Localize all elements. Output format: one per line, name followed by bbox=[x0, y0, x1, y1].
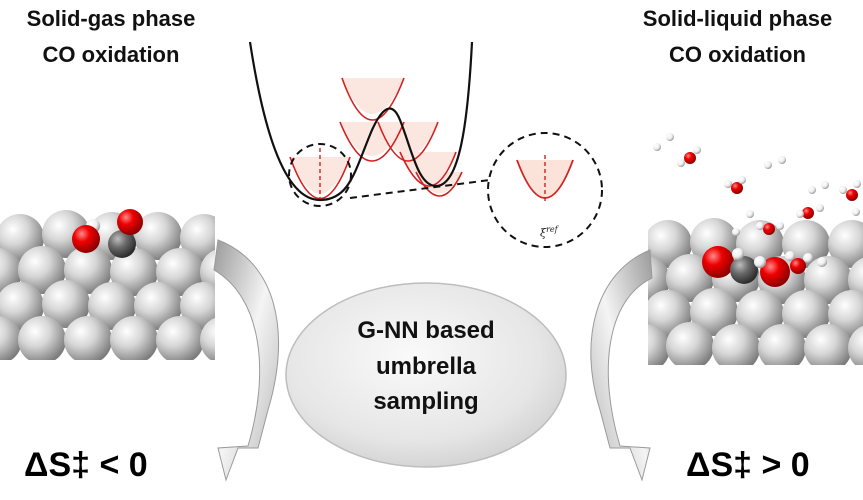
solid-gas-title-line2: CO oxidation bbox=[42, 41, 180, 67]
solid-gas-title-line1: Solid-gas phase bbox=[26, 6, 196, 31]
method-label-line1: G-NN based bbox=[357, 317, 495, 344]
right-curved-arrow bbox=[590, 249, 653, 482]
reaction-coordinate-label: ξref bbox=[540, 225, 558, 240]
pt-slab-liquid bbox=[648, 218, 863, 365]
solid-liquid-title-line1: Solid-liquid phase bbox=[642, 6, 833, 31]
pt-slab-gas bbox=[0, 210, 215, 360]
umbrella-bias-windows bbox=[289, 77, 463, 200]
solid-liquid-title: Solid-liquid phase CO oxidation bbox=[612, 6, 863, 68]
method-label-line2: umbrella bbox=[375, 352, 477, 380]
method-label: G-NN based umbrella sampling bbox=[320, 313, 532, 420]
co-o-adsorbates bbox=[72, 209, 143, 258]
entropy-positive-label: ΔS‡ > 0 bbox=[686, 446, 810, 484]
left-curved-arrow bbox=[213, 239, 279, 482]
xi-symbol: ξ bbox=[540, 226, 547, 240]
method-ellipse bbox=[285, 282, 567, 468]
solid-gas-title: Solid-gas phase CO oxidation bbox=[0, 6, 222, 68]
water-molecules bbox=[653, 133, 861, 287]
zoom-source-circle bbox=[288, 143, 352, 207]
xi-superscript: ref bbox=[546, 225, 558, 234]
zoom-inset bbox=[487, 132, 603, 248]
free-energy-curve bbox=[248, 41, 474, 202]
entropy-negative-label: ΔS‡ < 0 bbox=[24, 446, 148, 484]
solid-liquid-title-line2: CO oxidation bbox=[669, 41, 806, 67]
method-label-line3: sampling bbox=[373, 388, 479, 416]
